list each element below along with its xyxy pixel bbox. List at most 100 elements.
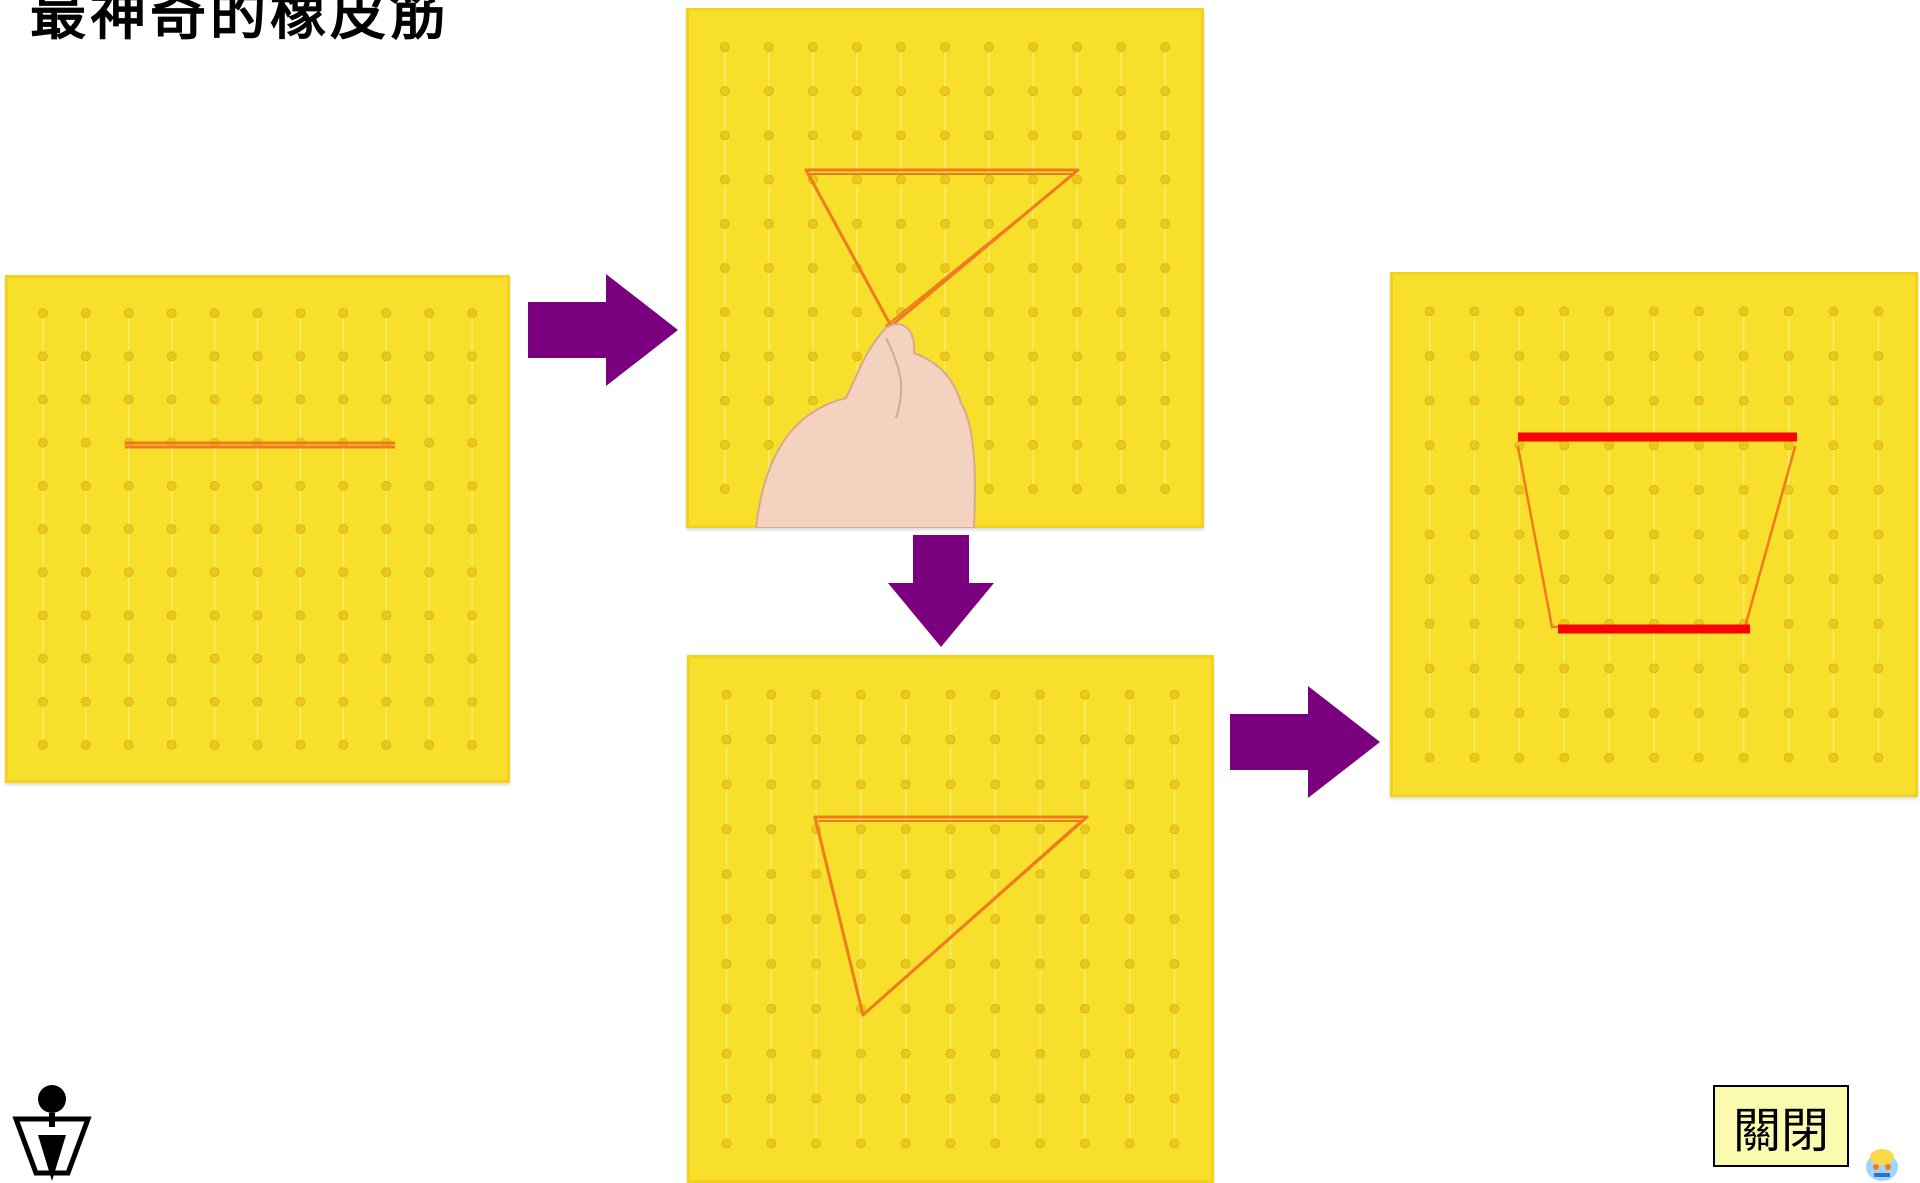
peg — [856, 870, 865, 879]
peg — [1425, 619, 1434, 628]
peg — [941, 175, 950, 184]
peg — [720, 308, 729, 317]
board-straight-line — [5, 275, 510, 783]
board-triangle — [687, 655, 1214, 1183]
peg — [468, 525, 477, 534]
peg — [941, 219, 950, 228]
peg — [1425, 664, 1434, 673]
peg — [1650, 307, 1659, 316]
peg — [1605, 664, 1614, 673]
peg — [901, 959, 910, 968]
peg — [856, 1139, 865, 1148]
peg — [296, 697, 305, 706]
peg — [985, 43, 994, 52]
peg — [124, 697, 133, 706]
peg — [720, 396, 729, 405]
peg — [1650, 753, 1659, 762]
arrow-down-icon — [888, 535, 994, 647]
peg — [1470, 753, 1479, 762]
peg — [339, 395, 348, 404]
peg — [812, 959, 821, 968]
peg — [1029, 352, 1038, 361]
peg — [1073, 264, 1082, 273]
peg — [1080, 1094, 1089, 1103]
peg — [210, 740, 219, 749]
peg — [856, 1049, 865, 1058]
peg — [901, 690, 910, 699]
peg — [468, 568, 477, 577]
peg — [1739, 307, 1748, 316]
peg — [812, 690, 821, 699]
peg — [1874, 619, 1883, 628]
peg — [38, 740, 47, 749]
peg — [901, 735, 910, 744]
close-button[interactable]: 關閉 — [1713, 1085, 1849, 1167]
peg — [167, 568, 176, 577]
peg — [1117, 308, 1126, 317]
peg — [1560, 441, 1569, 450]
peg — [985, 308, 994, 317]
peg — [1739, 352, 1748, 361]
peg — [1029, 485, 1038, 494]
peg — [81, 481, 90, 490]
peg — [856, 690, 865, 699]
peg — [339, 352, 348, 361]
peg — [1073, 308, 1082, 317]
peg — [124, 611, 133, 620]
peg — [1125, 1139, 1134, 1148]
peg — [1650, 441, 1659, 450]
peg — [1073, 175, 1082, 184]
peg — [1874, 485, 1883, 494]
peg — [1784, 575, 1793, 584]
peg — [991, 915, 1000, 924]
peg — [720, 87, 729, 96]
peg — [1784, 664, 1793, 673]
arrow-right-icon — [528, 274, 680, 386]
peg — [720, 131, 729, 140]
peg — [1470, 352, 1479, 361]
peg — [1694, 352, 1703, 361]
peg — [1073, 43, 1082, 52]
peg — [991, 735, 1000, 744]
peg — [901, 915, 910, 924]
peg — [1170, 690, 1179, 699]
peg — [296, 654, 305, 663]
peg — [1170, 1004, 1179, 1013]
peg — [339, 654, 348, 663]
peg — [856, 959, 865, 968]
peg — [1784, 619, 1793, 628]
peg — [1080, 915, 1089, 924]
peg — [1694, 441, 1703, 450]
peg — [1029, 43, 1038, 52]
peg — [253, 740, 262, 749]
peg — [985, 264, 994, 273]
peg — [1470, 485, 1479, 494]
peg — [382, 481, 391, 490]
peg — [1170, 1049, 1179, 1058]
peg — [167, 481, 176, 490]
peg — [808, 87, 817, 96]
peg — [991, 1094, 1000, 1103]
peg — [896, 219, 905, 228]
peg — [896, 43, 905, 52]
peg — [1117, 396, 1126, 405]
peg — [1425, 575, 1434, 584]
peg — [1829, 664, 1838, 673]
peg — [1036, 959, 1045, 968]
peg — [1560, 709, 1569, 718]
peg — [253, 568, 262, 577]
peg — [1425, 307, 1434, 316]
peg — [1470, 664, 1479, 673]
peg — [382, 611, 391, 620]
peg — [1161, 87, 1170, 96]
peg — [767, 735, 776, 744]
peg — [1694, 753, 1703, 762]
peg — [1470, 709, 1479, 718]
peg — [1170, 1094, 1179, 1103]
peg — [253, 309, 262, 318]
peg — [856, 735, 865, 744]
peg — [81, 352, 90, 361]
peg — [81, 697, 90, 706]
arrow-right-icon — [1230, 686, 1382, 798]
peg — [722, 825, 731, 834]
